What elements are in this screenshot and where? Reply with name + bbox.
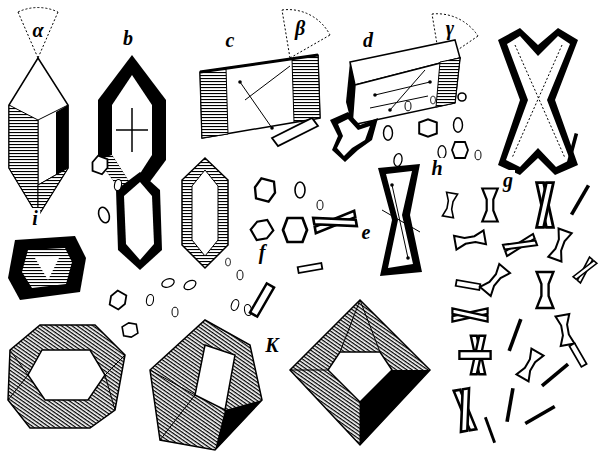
figure-letter: f bbox=[257, 242, 268, 262]
figure-letter: g bbox=[501, 170, 515, 190]
figure-letter: K bbox=[263, 335, 280, 355]
figure-letter: h bbox=[429, 158, 444, 178]
figure-letter: c bbox=[224, 30, 237, 50]
figure-letter: i bbox=[30, 208, 40, 228]
figure-letter: β bbox=[293, 18, 307, 38]
figure-letter: α bbox=[30, 20, 45, 40]
figure-letter: γ bbox=[444, 18, 456, 38]
figure-letter: e bbox=[360, 222, 373, 242]
figure-letter: b bbox=[121, 28, 135, 48]
figure-letter: d bbox=[361, 30, 375, 50]
